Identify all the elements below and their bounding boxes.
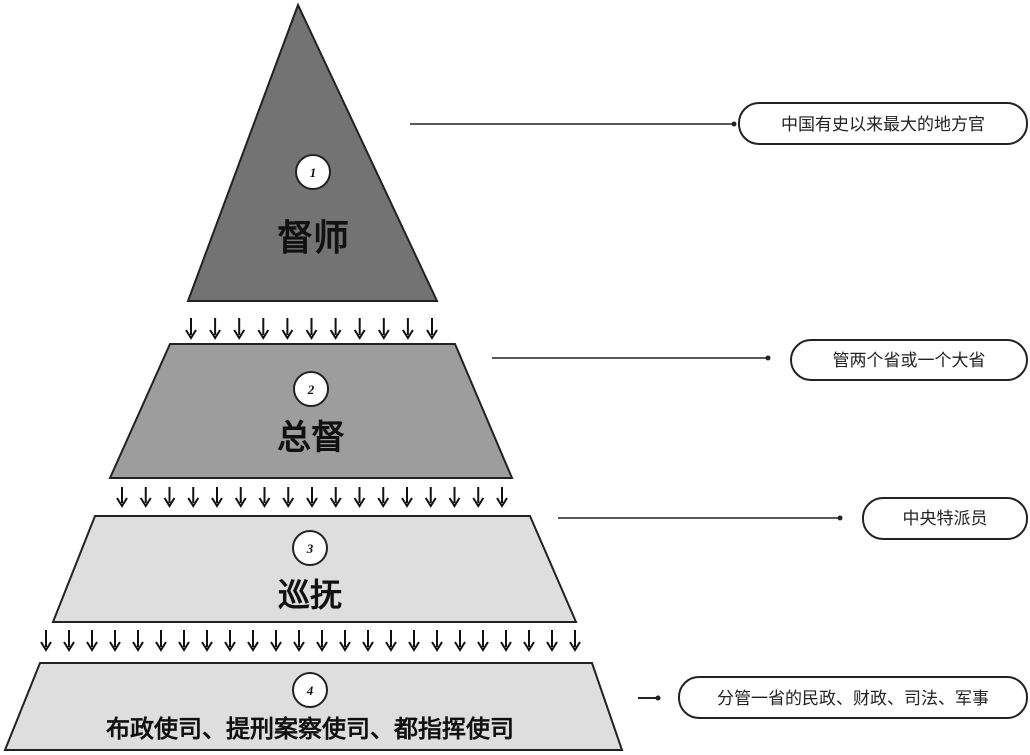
down-arrow-icon	[293, 630, 305, 652]
svg-text:分管一省的民政、财政、司法、军事: 分管一省的民政、财政、司法、军事	[717, 689, 989, 709]
down-arrow-icon	[282, 487, 295, 508]
down-arrow-icon	[454, 630, 466, 652]
callout-3: 中央特派员	[558, 497, 1028, 540]
svg-text:管两个省或一个大省: 管两个省或一个大省	[833, 351, 986, 371]
svg-text:3: 3	[306, 541, 314, 556]
down-arrow-icon	[401, 487, 413, 508]
down-arrow-icon	[247, 630, 259, 652]
down-arrow-icon	[306, 487, 318, 508]
down-arrow-icon	[209, 318, 221, 340]
svg-text:中央特派员: 中央特派员	[903, 509, 988, 529]
down-arrow-icon	[408, 630, 420, 652]
down-arrow-icon	[201, 630, 213, 652]
down-arrow-icon	[211, 487, 223, 508]
down-arrow-icon	[424, 487, 437, 508]
down-arrow-icon	[257, 318, 270, 340]
down-arrow-icon	[329, 318, 342, 340]
down-arrow-icon	[472, 487, 485, 508]
down-arrow-icon	[233, 318, 246, 340]
svg-text:4: 4	[306, 683, 314, 698]
down-arrow-icon	[224, 630, 236, 652]
level-3-number-badge: 3	[292, 530, 328, 566]
down-arrow-icon	[385, 630, 397, 652]
level-2-title: 总督	[277, 418, 345, 458]
down-arrow-icon	[377, 487, 390, 508]
down-arrow-icon	[426, 318, 438, 340]
down-arrow-icon	[477, 630, 489, 652]
down-arrow-icon	[132, 630, 144, 652]
down-arrow-icon	[500, 630, 512, 652]
down-arrow-icon	[377, 318, 390, 340]
callout-1: 中国有史以来最大的地方官	[410, 102, 1028, 145]
level-3-title: 巡抚	[278, 576, 342, 614]
down-arrow-icon	[448, 487, 461, 508]
down-arrow-icon	[163, 487, 176, 508]
down-arrow-icon	[353, 487, 366, 508]
svg-text:2: 2	[307, 382, 315, 397]
down-arrow-icon	[353, 318, 366, 340]
down-arrow-icon	[109, 630, 121, 652]
down-arrow-icon	[339, 630, 351, 652]
level-4-title: 布政使司、提刑案察使司、都指挥使司	[106, 714, 514, 743]
down-arrow-icon	[116, 487, 128, 508]
down-arrow-icon	[362, 630, 374, 652]
down-arrow-icon	[155, 630, 167, 652]
down-arrow-icon	[431, 630, 443, 652]
callout-4: 分管一省的民政、财政、司法、军事	[638, 676, 1028, 719]
level-2-trapezoid	[108, 343, 514, 479]
down-arrow-icon	[329, 487, 342, 508]
down-arrow-icon	[86, 630, 98, 652]
down-arrow-icon	[546, 630, 558, 652]
svg-text:1: 1	[310, 165, 317, 180]
down-arrow-icon	[569, 630, 581, 652]
down-arrow-icon	[234, 487, 247, 508]
svg-text:中国有史以来最大的地方官: 中国有史以来最大的地方官	[781, 115, 985, 135]
down-arrow-icon	[281, 318, 294, 340]
down-arrow-icon	[496, 487, 508, 508]
level-1-number-badge: 1	[295, 154, 331, 190]
callout-2: 管两个省或一个大省	[492, 339, 1028, 381]
level-3-trapezoid	[51, 515, 578, 623]
level-4-number-badge: 4	[292, 672, 328, 708]
level-1-triangle	[186, 2, 439, 302]
down-arrow-icon	[63, 630, 75, 652]
level-2-number-badge: 2	[293, 371, 329, 407]
down-arrow-icon	[523, 630, 535, 652]
down-arrow-icon	[270, 630, 282, 652]
down-arrow-icon	[178, 630, 190, 652]
down-arrow-icon	[305, 318, 318, 340]
down-arrow-icon	[187, 487, 200, 508]
down-arrow-icon	[316, 630, 328, 652]
down-arrow-icon	[258, 487, 271, 508]
level-1-title: 督师	[277, 217, 349, 259]
down-arrow-icon	[402, 318, 414, 340]
down-arrow-icon	[40, 630, 52, 652]
down-arrow-icon	[185, 318, 197, 340]
down-arrow-icon	[139, 487, 152, 508]
